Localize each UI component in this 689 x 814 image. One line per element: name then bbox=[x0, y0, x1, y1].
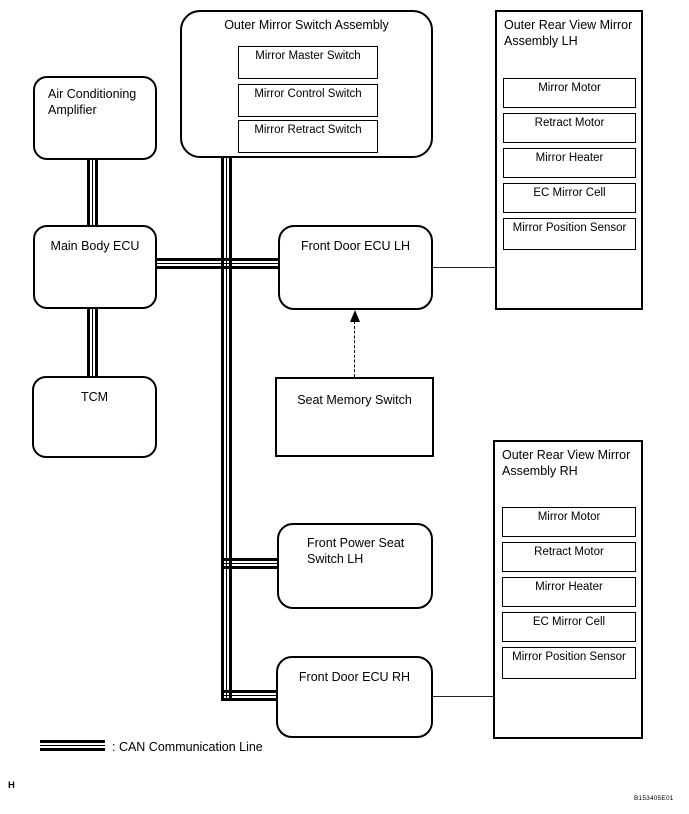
figure-code: B153405E01 bbox=[634, 795, 674, 802]
page-marker: H bbox=[8, 780, 15, 791]
node-label: Seat Memory Switch bbox=[297, 393, 412, 407]
arrow-line-seatmemory-to-frontdoorlh bbox=[354, 321, 355, 377]
node-label: Main Body ECU bbox=[50, 239, 140, 253]
node-tcm: TCM bbox=[32, 376, 157, 458]
can-bus-trunk-vertical bbox=[221, 157, 232, 701]
can-bus-mainbodyecu-to-tcm bbox=[87, 308, 98, 377]
node-label: Outer Rear View Mirror Assembly LH bbox=[504, 18, 633, 49]
node-mirror-position-sensor-rh: Mirror Position Sensor bbox=[502, 647, 636, 679]
node-label: Front Power Seat Switch LH bbox=[307, 536, 405, 566]
node-ec-mirror-cell-rh: EC Mirror Cell bbox=[502, 612, 636, 642]
node-front-power-seat-switch-lh: Front Power Seat Switch LH bbox=[277, 523, 433, 609]
can-line-legend-symbol bbox=[40, 740, 105, 751]
wire-frontdoorlh-to-mirrorlh bbox=[432, 267, 495, 268]
node-ec-mirror-cell-lh: EC Mirror Cell bbox=[503, 183, 636, 213]
node-mirror-control-switch: Mirror Control Switch bbox=[238, 84, 378, 117]
node-seat-memory-switch: Seat Memory Switch bbox=[275, 377, 434, 457]
can-bus-aca-to-mainbodyecu bbox=[87, 159, 98, 226]
arrow-head-icon bbox=[350, 310, 360, 322]
legend-label: : CAN Communication Line bbox=[112, 740, 263, 754]
wire-frontdoorrh-to-mirrorrh bbox=[432, 696, 493, 697]
node-outer-rear-view-mirror-assembly-rh: Outer Rear View Mirror Assembly RH Mirro… bbox=[493, 440, 643, 739]
node-mirror-motor-lh: Mirror Motor bbox=[503, 78, 636, 108]
node-label: Air Conditioning Amplifier bbox=[48, 87, 137, 117]
can-bus-branch-powerseat bbox=[221, 558, 278, 569]
node-label: Outer Rear View Mirror Assembly RH bbox=[502, 448, 631, 479]
node-retract-motor-lh: Retract Motor bbox=[503, 113, 636, 143]
node-mirror-master-switch: Mirror Master Switch bbox=[238, 46, 378, 79]
node-air-conditioning-amplifier: Air Conditioning Amplifier bbox=[33, 76, 157, 160]
can-bus-elbow-frontdoorrh bbox=[221, 690, 277, 701]
node-retract-motor-rh: Retract Motor bbox=[502, 542, 636, 572]
node-mirror-heater-rh: Mirror Heater bbox=[502, 577, 636, 607]
node-outer-rear-view-mirror-assembly-lh: Outer Rear View Mirror Assembly LH Mirro… bbox=[495, 10, 643, 310]
node-mirror-heater-lh: Mirror Heater bbox=[503, 148, 636, 178]
can-bus-mainbodyecu-to-frontdoorlh bbox=[156, 258, 279, 269]
node-mirror-position-sensor-lh: Mirror Position Sensor bbox=[503, 218, 636, 250]
node-label: Front Door ECU LH bbox=[300, 239, 411, 253]
node-main-body-ecu: Main Body ECU bbox=[33, 225, 157, 309]
node-front-door-ecu-lh: Front Door ECU LH bbox=[278, 225, 433, 310]
node-mirror-motor-rh: Mirror Motor bbox=[502, 507, 636, 537]
node-label: Front Door ECU RH bbox=[298, 670, 411, 684]
node-label: TCM bbox=[80, 390, 109, 404]
node-mirror-retract-switch: Mirror Retract Switch bbox=[238, 120, 378, 153]
node-label: Outer Mirror Switch Assembly bbox=[224, 18, 389, 32]
node-front-door-ecu-rh: Front Door ECU RH bbox=[276, 656, 433, 738]
